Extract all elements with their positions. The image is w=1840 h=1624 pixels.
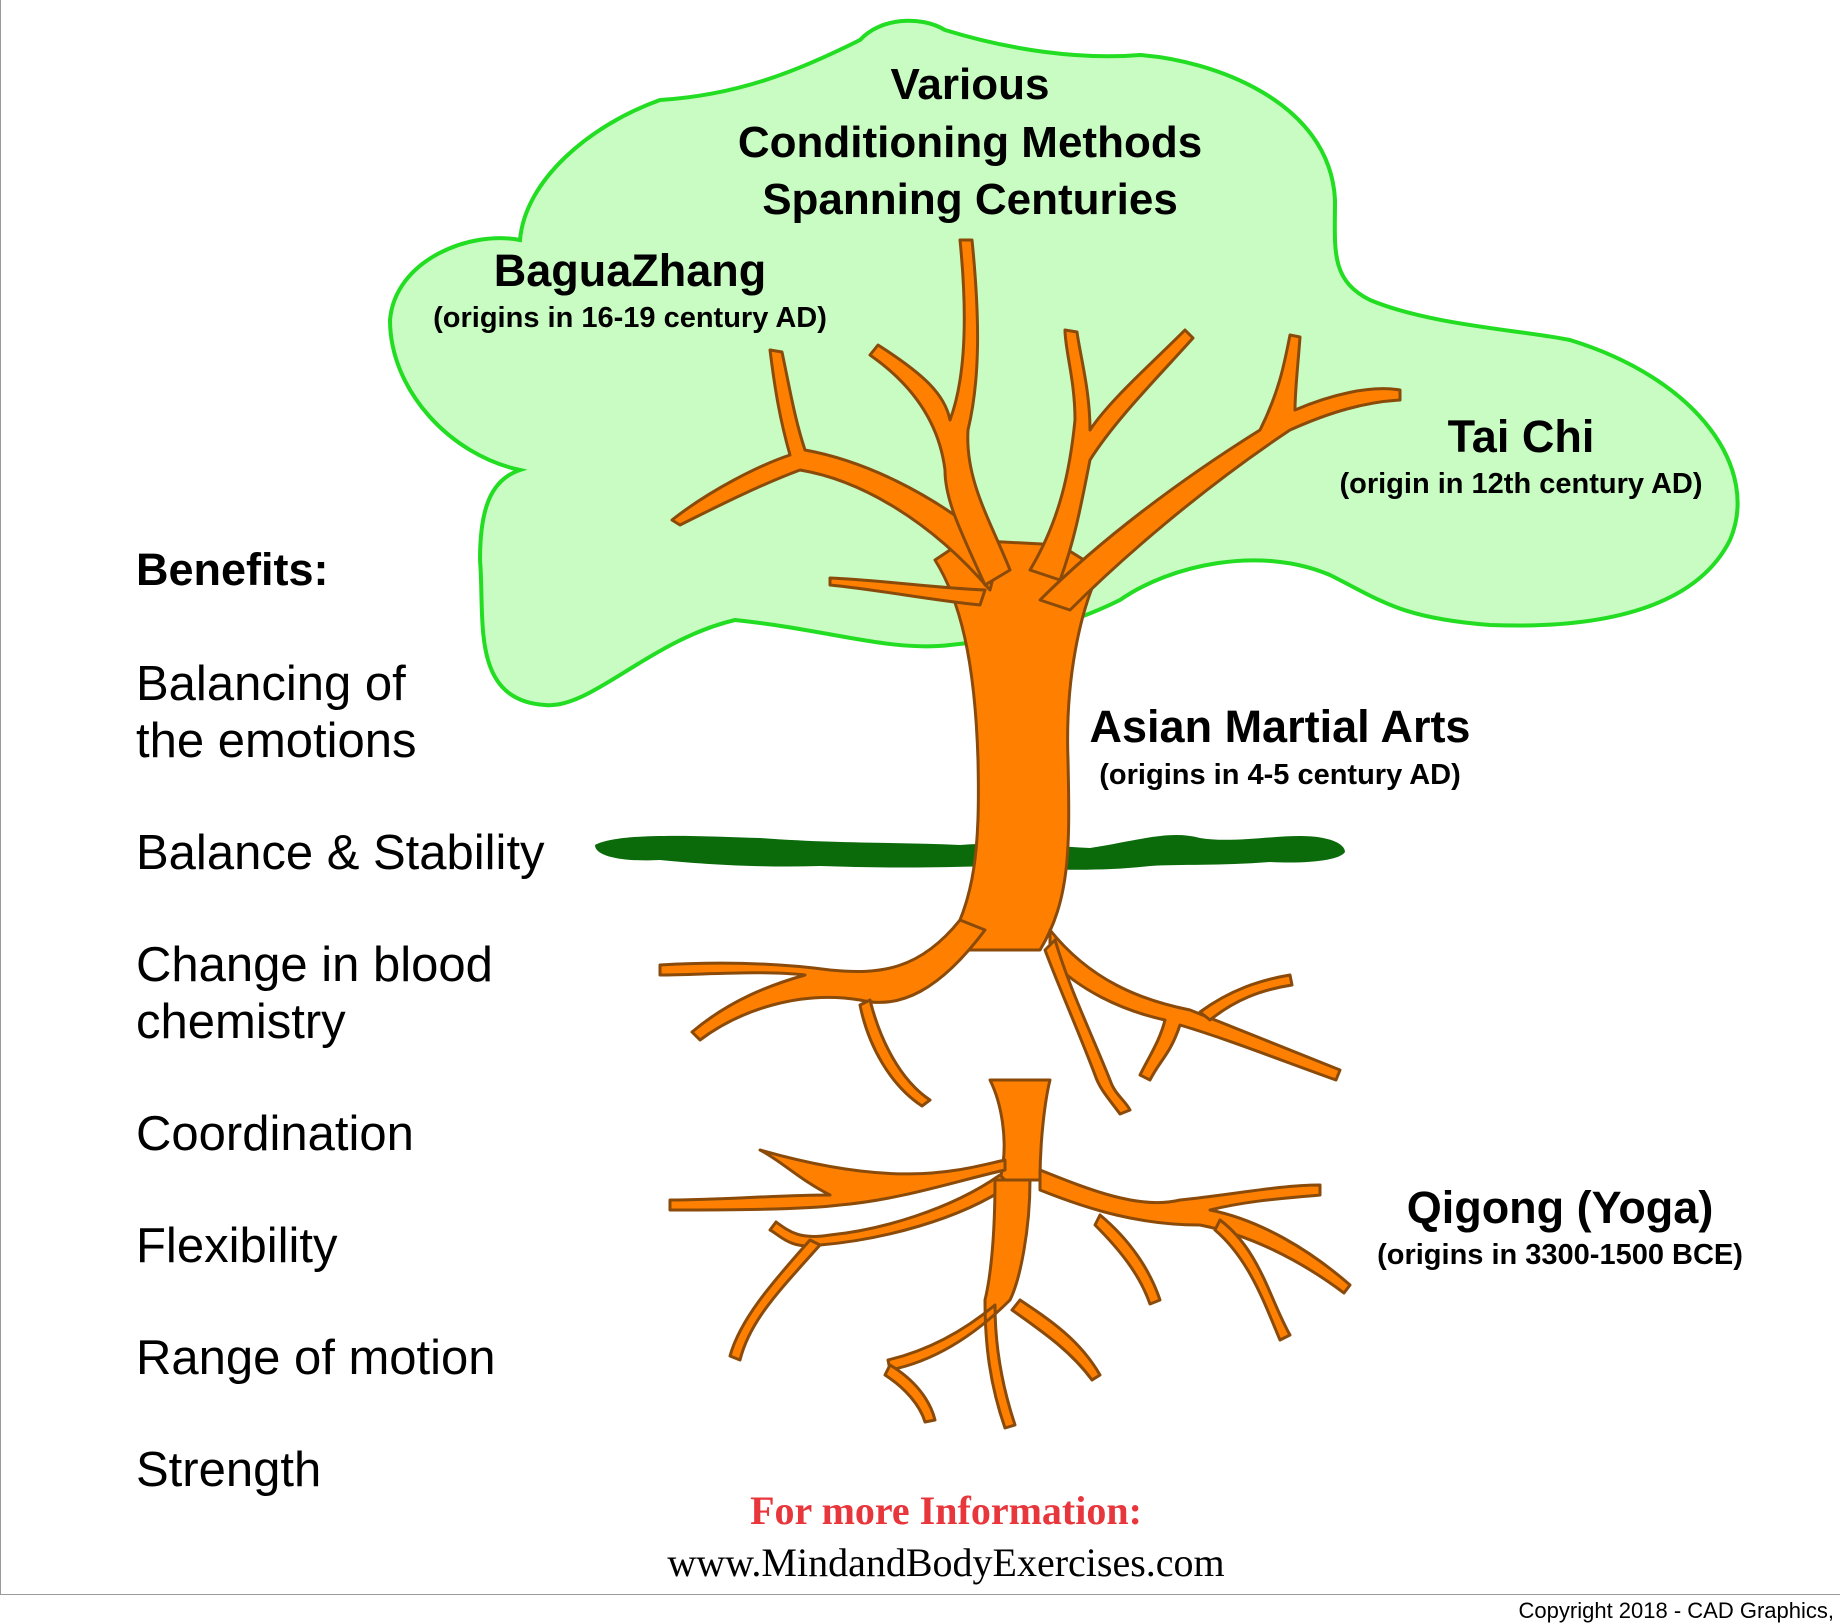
frame-border-bottom <box>0 1594 1840 1595</box>
canopy-title-line2: Conditioning Methods <box>737 118 1203 167</box>
root-upper-left <box>658 918 987 1042</box>
root-lower-left-2 <box>768 1173 1012 1248</box>
bagua-title: BaguaZhang <box>493 245 767 296</box>
benefit-item: chemistry <box>136 995 346 1049</box>
root-upper-center <box>1043 938 1132 1116</box>
branch-left <box>670 348 1002 592</box>
benefits-heading: Benefits: <box>136 544 329 595</box>
branch-low-left <box>828 576 987 607</box>
branch-right <box>1038 333 1402 612</box>
asian-martial-arts-origin: (origins in 4-5 century AD) <box>1099 759 1461 791</box>
canopy-title-line3: Spanning Centuries <box>762 175 1178 224</box>
branch-center <box>868 238 1012 587</box>
benefit-item: Balance & Stability <box>136 826 545 880</box>
root-lower-right-2 <box>1093 1213 1162 1306</box>
ground-band <box>595 835 1345 870</box>
root-upper-right <box>1048 928 1342 1082</box>
canopy-cloud <box>387 18 1740 708</box>
canopy-title-line1: Various <box>890 60 1050 109</box>
tree-trunk <box>933 538 1102 952</box>
benefit-item: Flexibility <box>136 1219 338 1273</box>
taichi-origin: (origin in 12th century AD) <box>1339 468 1703 500</box>
tree-trunk-branches-roots <box>658 238 1402 1430</box>
benefit-item: Change in blood <box>136 938 493 992</box>
root-lower-right-3 <box>1213 1218 1292 1342</box>
frame-border-left <box>0 0 1 1594</box>
taichi-title: Tai Chi <box>1447 411 1595 462</box>
benefit-item: Range of motion <box>136 1331 496 1385</box>
bagua-origin: (origins in 16-19 century AD) <box>433 302 827 334</box>
qigong-title: Qigong (Yoga) <box>1406 1182 1714 1233</box>
benefit-item: Coordination <box>136 1107 414 1161</box>
qigong-origin: (origins in 3300-1500 BCE) <box>1377 1239 1743 1271</box>
root-bottom-left-far <box>883 1363 937 1424</box>
root-lower-left <box>668 1148 1007 1212</box>
benefit-item: Balancing of <box>136 657 406 711</box>
root-bottom-center-right <box>1010 1298 1102 1382</box>
copyright-text: Copyright 2018 - CAD Graphics, <box>1518 1598 1834 1623</box>
root-lower-left-3 <box>728 1238 822 1362</box>
root-upper-left-tip <box>858 998 932 1108</box>
branch-center-right <box>1028 328 1195 582</box>
asian-martial-arts-title: Asian Martial Arts <box>1089 701 1471 752</box>
benefit-item: Strength <box>136 1443 322 1497</box>
root-upper-right-tip <box>1198 973 1294 1022</box>
info-heading: For more Information: <box>750 1488 1142 1533</box>
root-bottom-center <box>886 1178 1032 1430</box>
info-url-link[interactable]: www.MindandBodyExercises.com <box>667 1540 1225 1585</box>
benefit-item: the emotions <box>136 714 417 768</box>
root-lower-right <box>1038 1168 1352 1295</box>
